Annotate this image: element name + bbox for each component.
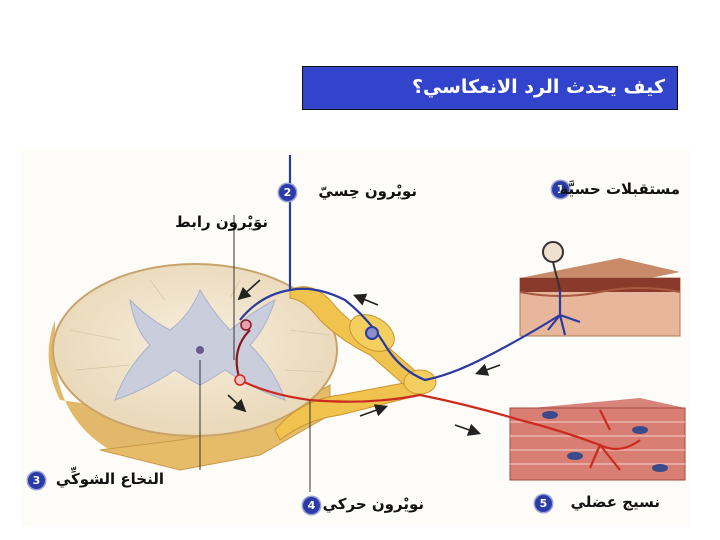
label-spinal-cord: النخاع الشوكِّي xyxy=(55,470,164,488)
page-title: كيف يحدث الرد الانعكاسي؟ xyxy=(411,76,665,98)
badge-3: 3 xyxy=(28,472,45,489)
sensory-neuron-path xyxy=(239,155,581,382)
spinal-cord xyxy=(48,263,437,471)
title-bar: كيف يحدث الرد الانعكاسي؟ xyxy=(302,66,678,110)
label-muscle-tissue: نسيج عضلي xyxy=(570,493,660,511)
label-interneuron: نوَيْرون رابط xyxy=(175,213,268,231)
badge-4: 4 xyxy=(303,497,320,514)
skin-block xyxy=(519,241,681,337)
badge-5: 5 xyxy=(535,495,552,512)
label-sensory-receptors: مستقبلات حسيَّة xyxy=(559,180,680,198)
badge-1: 1 xyxy=(552,181,569,198)
muscle-block xyxy=(509,398,686,481)
cord-grey-matter xyxy=(114,288,286,401)
badge-2: 2 xyxy=(279,184,296,201)
receptor-bulb xyxy=(542,241,564,263)
label-motor-neuron: نويْرون حركي xyxy=(322,495,424,513)
label-sensory-neuron: نويْرون حِسيّ xyxy=(318,182,417,200)
central-canal xyxy=(196,346,204,354)
signal-arrows xyxy=(227,279,501,436)
motor-neuron-path xyxy=(239,379,641,471)
